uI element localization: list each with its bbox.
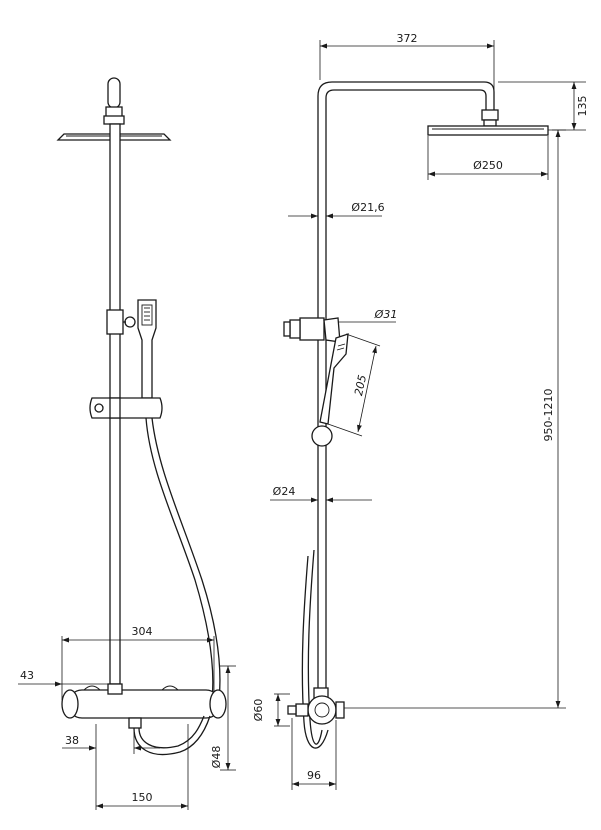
dim-wall-depth: 96 <box>307 769 321 782</box>
front-pipe-cap <box>107 77 121 109</box>
dim-upper-pipe-diameter: Ø21,6 <box>351 201 384 214</box>
side-shower-head <box>427 125 549 136</box>
dim-mixer-width: 304 <box>132 625 153 638</box>
side-head-connector <box>481 109 499 121</box>
side-hand-shower <box>319 333 349 425</box>
dim-mixer-diameter: Ø48 <box>210 746 223 769</box>
front-mixer-left-knob <box>61 689 79 719</box>
front-mixer-outlet <box>128 717 142 729</box>
front-nut-lower <box>103 115 125 125</box>
front-view <box>56 77 227 756</box>
side-wall-bracket <box>335 701 345 719</box>
dim-outlet-offset: 38 <box>65 734 79 747</box>
front-mixer-connector <box>107 683 123 695</box>
front-slider-knob <box>124 316 136 328</box>
dim-inlet-spacing: 150 <box>132 791 153 804</box>
dim-lower-pipe-diameter: Ø24 <box>273 485 296 498</box>
side-holder-knob <box>311 425 333 447</box>
dim-hand-shower-length: 205 <box>352 374 369 397</box>
front-holder-bracket <box>89 397 163 419</box>
front-mixer-bar <box>67 689 221 719</box>
side-view <box>283 81 549 749</box>
dim-hand-shower-diameter: Ø31 <box>374 308 398 321</box>
dim-head-diameter: Ø250 <box>473 159 503 172</box>
dim-mixer-offset: 43 <box>20 669 34 682</box>
front-hose <box>145 417 214 701</box>
front-mixer-right-knob <box>209 689 227 719</box>
dim-total-height: 950-1210 <box>542 389 555 442</box>
dim-head-height: 135 <box>576 96 589 117</box>
front-slider-upper <box>106 309 124 335</box>
side-mixer-body <box>307 695 337 725</box>
side-riser-arm <box>317 81 495 700</box>
front-hand-shower <box>137 299 157 399</box>
dimension-lines: 372 135 Ø250 Ø21,6 Ø31 205 950-1210 Ø24 <box>18 32 589 810</box>
side-slider <box>299 317 325 341</box>
side-hose <box>307 549 323 745</box>
side-mixer-inlet <box>295 703 309 717</box>
dim-mixer-body-diameter: Ø60 <box>252 699 265 722</box>
dim-arm-length: 372 <box>397 32 418 45</box>
